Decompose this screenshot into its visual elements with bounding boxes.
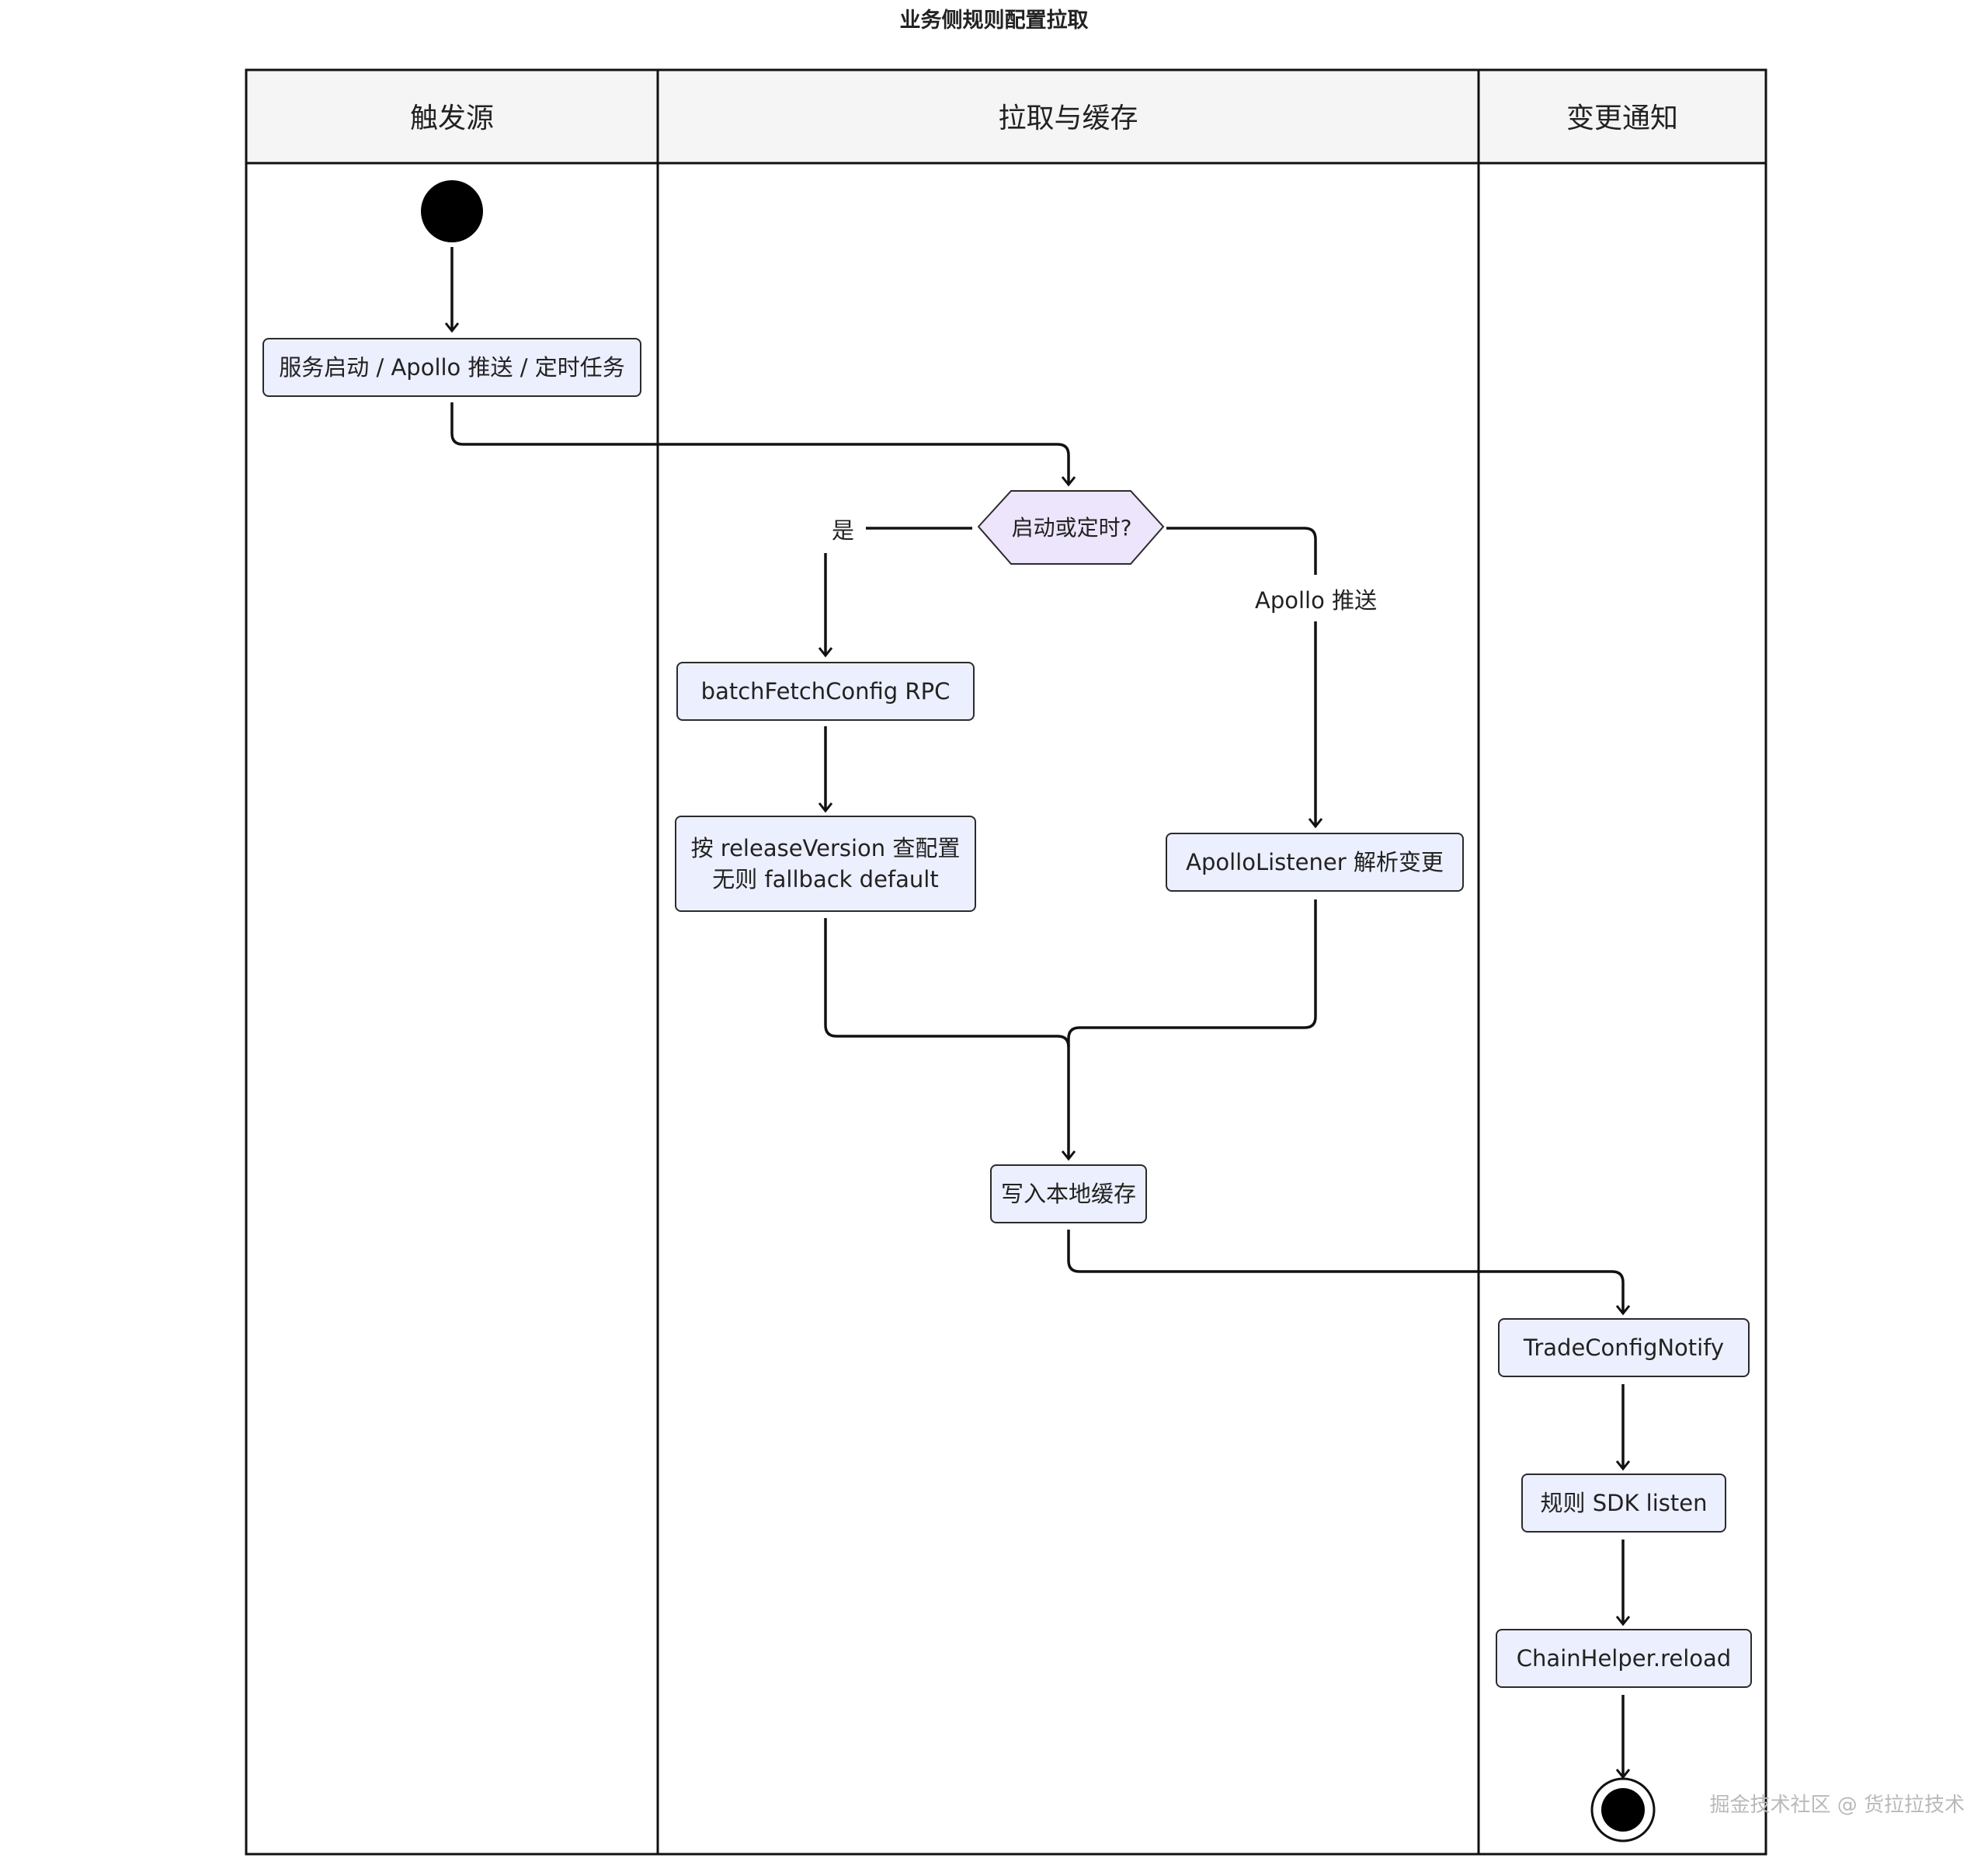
swimlane-frame	[245, 68, 1767, 1856]
edge-listener-to-merge	[1061, 899, 1317, 1161]
lane-header-trigger: 触发源	[409, 103, 494, 134]
node-write-cache: 写入本地缓存	[990, 1164, 1147, 1223]
lane-header-notify: 变更通知	[1566, 103, 1678, 134]
node-trigger: 服务启动 / Apollo 推送 / 定时任务	[262, 338, 641, 397]
node-sdk-listen: 规则 SDK listen	[1521, 1474, 1726, 1533]
node-query-config: 按 releaseVersion 查配置 无则 fallback default	[675, 816, 976, 912]
node-chainhelper-reload: ChainHelper.reload	[1496, 1629, 1752, 1688]
end-node-core	[1601, 1788, 1645, 1832]
node-trade-config-notify: TradeConfigNotify	[1498, 1318, 1750, 1377]
lane-header-bg-fetch	[658, 70, 1479, 163]
diagram-title: 业务侧规则配置拉取	[899, 9, 1089, 33]
lane-header-bg-trigger	[246, 70, 658, 163]
node-apollo-listener: ApolloListener 解析变更	[1166, 833, 1464, 892]
edge-label-yes: 是	[827, 513, 860, 545]
lane-header-bg-notify	[1479, 70, 1766, 163]
node-batch-fetch: batchFetchConfig RPC	[676, 662, 975, 721]
start-node	[421, 180, 483, 242]
edge-query-to-merge	[824, 918, 1070, 1048]
watermark: 掘金技术社区 @ 货拉拉技术	[1709, 1794, 1965, 1817]
decision-shape	[977, 490, 1165, 565]
edge-decision-apollo-upper	[1166, 527, 1317, 575]
edge-label-apollo: Apollo 推送	[1250, 583, 1382, 615]
edge-trigger-to-decision	[450, 402, 1076, 487]
lane-header-fetch-cache: 拉取与缓存	[998, 103, 1138, 134]
node-decision-label: 启动或定时?	[1011, 515, 1132, 541]
edge-cache-to-notify	[1067, 1230, 1631, 1316]
